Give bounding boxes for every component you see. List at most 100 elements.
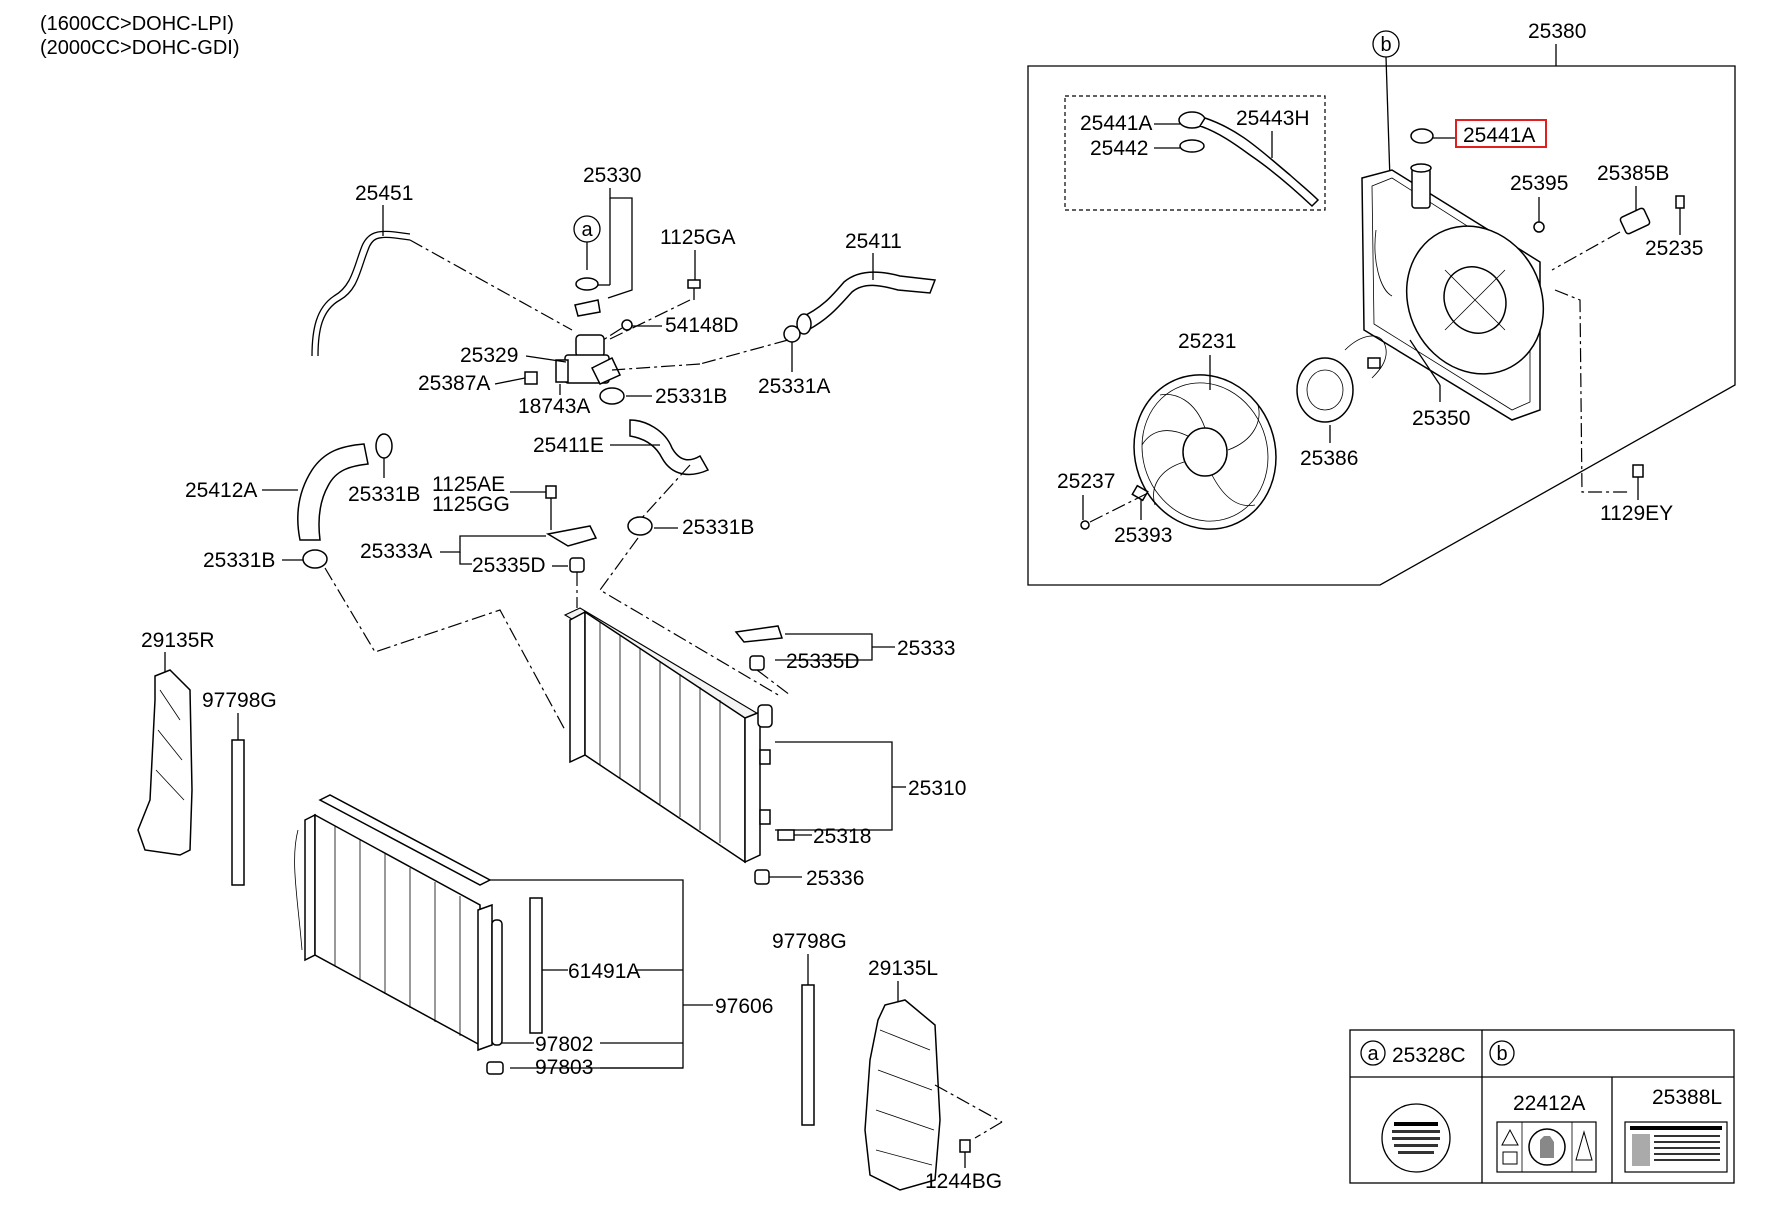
screw-25235[interactable]: [1675, 195, 1685, 209]
label-25331B-3: 25331B: [682, 516, 754, 539]
warning-pictograms-22412A: [1496, 1121, 1597, 1173]
water-outlet-25329[interactable]: [555, 334, 622, 385]
grommet-25335D-1[interactable]: [569, 557, 585, 573]
legend-table: a 25328C b 22412A 25388L: [1349, 1029, 1735, 1184]
seal-97798G-1[interactable]: [231, 739, 245, 886]
hose-25412A[interactable]: [297, 443, 369, 541]
label-1129EY: 1129EY: [1600, 502, 1673, 525]
legend-25388L: 25388L: [1652, 1086, 1722, 1109]
label-25451: 25451: [355, 182, 413, 205]
label-54148D: 54148D: [665, 314, 739, 337]
upper-hose-25411[interactable]: [796, 271, 937, 335]
clamp-25331B-4[interactable]: [302, 549, 328, 569]
cap-97803[interactable]: [486, 1061, 504, 1075]
label-1244BG: 1244BG: [925, 1170, 1002, 1193]
bolt-1125GA[interactable]: [687, 279, 701, 289]
clamp-25331B-1[interactable]: [599, 387, 625, 405]
label-97606: 97606: [715, 995, 773, 1018]
label-25443H: 25443H: [1236, 107, 1310, 130]
label-25336: 25336: [806, 867, 864, 890]
label-29135R: 29135R: [141, 629, 215, 652]
label-25329: 25329: [460, 344, 518, 367]
clip-54148D[interactable]: [621, 319, 633, 331]
label-25330: 25330: [583, 164, 641, 187]
grommet-25336[interactable]: [754, 869, 770, 885]
engine-note-1600: (1600CC>DOHC-LPI): [40, 13, 234, 35]
grommet-25395[interactable]: [1533, 221, 1545, 233]
clip-25393[interactable]: [1131, 484, 1149, 502]
reservoir-hose-25451[interactable]: [311, 230, 411, 357]
lower-hose-25411E[interactable]: [629, 419, 710, 476]
caution-label-a: [1381, 1103, 1451, 1173]
bolt-1129EY[interactable]: [1632, 464, 1644, 478]
legend-22412A: 22412A: [1513, 1092, 1585, 1115]
legend-callout-b: b: [1496, 1043, 1507, 1065]
radiator-25310[interactable]: [563, 607, 773, 864]
callout-a: a: [573, 215, 601, 243]
label-25411: 25411: [845, 230, 902, 253]
clamp-25331B-2[interactable]: [375, 433, 393, 459]
grommet-25335D-2[interactable]: [749, 655, 765, 671]
label-25237: 25237: [1057, 470, 1115, 493]
clamp-25331B-3[interactable]: [627, 516, 653, 536]
label-25441A-inset: 25441A: [1080, 112, 1152, 135]
label-97798G-1: 97798G: [202, 689, 277, 712]
label-1125GA: 1125GA: [660, 226, 736, 249]
label-25385B: 25385B: [1597, 162, 1669, 185]
bolt-1125AE[interactable]: [545, 485, 557, 499]
label-25235: 25235: [1645, 237, 1703, 260]
clamp-25331A[interactable]: [783, 325, 801, 343]
label-25395: 25395: [1510, 172, 1568, 195]
seal-97798G-2[interactable]: [801, 984, 815, 1126]
resistor-25385B[interactable]: [1619, 207, 1651, 235]
condenser-97606[interactable]: [294, 794, 503, 1052]
label-97798G-2: 97798G: [772, 930, 847, 953]
drain-plug-25318[interactable]: [777, 829, 795, 841]
seal-61491A[interactable]: [529, 897, 543, 1034]
fan-blade-25231[interactable]: [1113, 355, 1298, 549]
label-25386: 25386: [1300, 447, 1358, 470]
bolt-1244BG[interactable]: [959, 1139, 971, 1153]
bracket-25333[interactable]: [734, 625, 784, 643]
label-25335D-1: 25335D: [472, 554, 546, 577]
highlight-box-25441A[interactable]: [1455, 119, 1547, 148]
warning-sticker-25388L: [1624, 1121, 1728, 1173]
legend-callout-a: a: [1367, 1043, 1379, 1065]
label-25318: 25318: [813, 825, 871, 848]
label-1125AE: 1125AE: [432, 473, 505, 496]
nut-25237[interactable]: [1080, 520, 1090, 530]
label-25331B-4: 25331B: [203, 549, 275, 572]
air-guard-29135L[interactable]: [864, 999, 941, 1191]
label-25333A: 25333A: [360, 540, 432, 563]
label-25411E: 25411E: [533, 434, 604, 457]
svg-text:b: b: [1380, 34, 1391, 56]
label-25331B-2: 25331B: [348, 483, 420, 506]
label-25412A: 25412A: [185, 479, 257, 502]
label-25380: 25380: [1528, 20, 1586, 43]
label-29135L: 29135L: [868, 957, 938, 980]
svg-text:a: a: [581, 219, 593, 241]
sensor-25387A[interactable]: [524, 371, 538, 385]
label-25335D-2: 25335D: [786, 650, 860, 673]
label-25231: 25231: [1178, 330, 1236, 353]
label-97803: 97803: [535, 1056, 593, 1079]
legend-25328C: 25328C: [1392, 1044, 1466, 1067]
fan-assembly-frame: [1027, 65, 1736, 586]
label-25310: 25310: [908, 777, 966, 800]
label-25442: 25442: [1090, 137, 1148, 160]
label-61491A: 61491A: [568, 960, 640, 983]
filler-cap[interactable]: [574, 299, 601, 317]
label-1125GG: 1125GG: [432, 493, 510, 516]
fan-motor-25386[interactable]: [1296, 335, 1387, 423]
fan-shroud-25350[interactable]: [1361, 163, 1569, 421]
seal-25442[interactable]: [1179, 139, 1205, 153]
label-25393: 25393: [1114, 524, 1172, 547]
filler-seal[interactable]: [575, 277, 599, 291]
hose-25443H[interactable]: [1198, 117, 1320, 208]
label-25441A: 25441A: [1463, 124, 1535, 147]
option-inset-box: [1064, 95, 1326, 211]
air-guard-29135R[interactable]: [137, 669, 193, 856]
cap-25441A[interactable]: [1410, 128, 1434, 144]
bracket-25333A[interactable]: [545, 525, 598, 547]
